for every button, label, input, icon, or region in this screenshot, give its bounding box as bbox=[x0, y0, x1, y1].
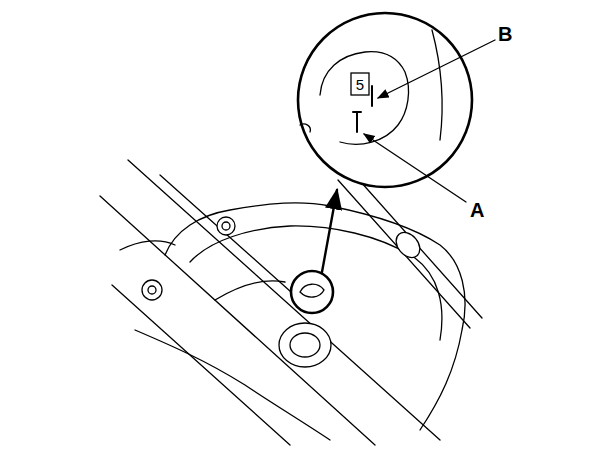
magnify-arrow bbox=[322, 190, 337, 272]
housing-hole bbox=[290, 333, 320, 357]
frame-line bbox=[128, 160, 440, 440]
callout-letter: A bbox=[470, 200, 484, 220]
housing-outline bbox=[165, 203, 465, 430]
inspection-window bbox=[300, 284, 324, 297]
rod-fitting bbox=[391, 228, 424, 262]
housing-outline bbox=[215, 281, 285, 300]
timing-number: 5 bbox=[356, 77, 364, 92]
rod bbox=[338, 180, 470, 328]
magnified-view bbox=[298, 13, 472, 187]
casing-edge bbox=[432, 30, 442, 140]
bolt-head bbox=[217, 217, 235, 235]
timing-mark-box bbox=[351, 73, 369, 95]
housing-outline bbox=[190, 226, 442, 340]
window-opening bbox=[320, 52, 409, 145]
rod bbox=[352, 172, 482, 318]
leader-line bbox=[378, 40, 495, 98]
timing-mark bbox=[371, 86, 373, 106]
bolt-head bbox=[142, 280, 162, 300]
frame-line bbox=[100, 196, 375, 445]
housing-hole bbox=[279, 323, 331, 367]
casing-edge bbox=[300, 124, 310, 132]
inspection-window bbox=[291, 271, 333, 313]
housing-outline bbox=[120, 241, 175, 250]
leader-line bbox=[364, 134, 466, 202]
frame-line bbox=[112, 285, 290, 445]
bolt-head bbox=[222, 222, 230, 230]
bolt-head bbox=[148, 286, 156, 294]
pointer-mark bbox=[353, 112, 361, 132]
callout-letter: B bbox=[498, 24, 512, 44]
